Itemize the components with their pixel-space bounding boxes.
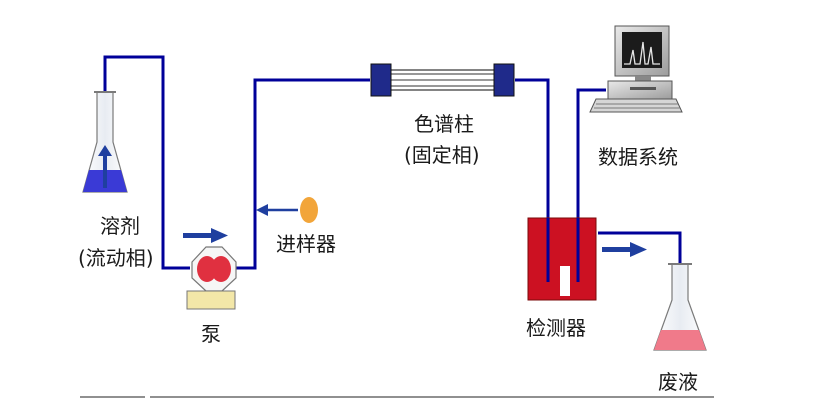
computer-monitor-icon — [589, 25, 683, 113]
solvent-flask — [82, 91, 128, 193]
waste-flask — [653, 263, 707, 351]
injector-circle-icon — [300, 197, 318, 223]
detector-label: 检测器 — [526, 316, 586, 340]
detector-window — [560, 266, 570, 296]
solvent-label-line2: (流动相) — [78, 246, 154, 270]
detector — [527, 217, 647, 301]
pump — [183, 228, 237, 310]
drive-slot — [630, 87, 656, 90]
right-arrow-icon — [602, 242, 647, 257]
column-label-line1: 色谱柱 — [414, 112, 474, 136]
keyboard — [589, 98, 683, 113]
right-arrow-icon — [183, 228, 228, 243]
pump-base — [186, 290, 236, 310]
solvent-label-line1: 溶剂 — [100, 214, 140, 238]
chromatography-column — [370, 63, 515, 97]
pump-label: 泵 — [201, 322, 221, 346]
column-endcap-right — [493, 63, 515, 97]
injector — [256, 197, 318, 223]
data-system-label: 数据系统 — [598, 145, 678, 169]
injector-label: 进样器 — [276, 232, 336, 256]
chromatogram-trace — [624, 41, 660, 65]
pump-head-right — [211, 256, 231, 282]
column-label-line2: (固定相) — [404, 143, 480, 167]
tube-column-to-detector — [515, 78, 550, 282]
waste-label: 废液 — [658, 370, 698, 394]
column-endcap-left — [370, 63, 392, 97]
tube-pump-to-column — [235, 78, 370, 270]
monitor-neck — [635, 76, 651, 81]
up-arrow-icon — [98, 145, 112, 188]
pump-head-left — [197, 256, 217, 282]
left-arrow-icon — [256, 204, 298, 216]
waste-liquid — [654, 330, 706, 350]
